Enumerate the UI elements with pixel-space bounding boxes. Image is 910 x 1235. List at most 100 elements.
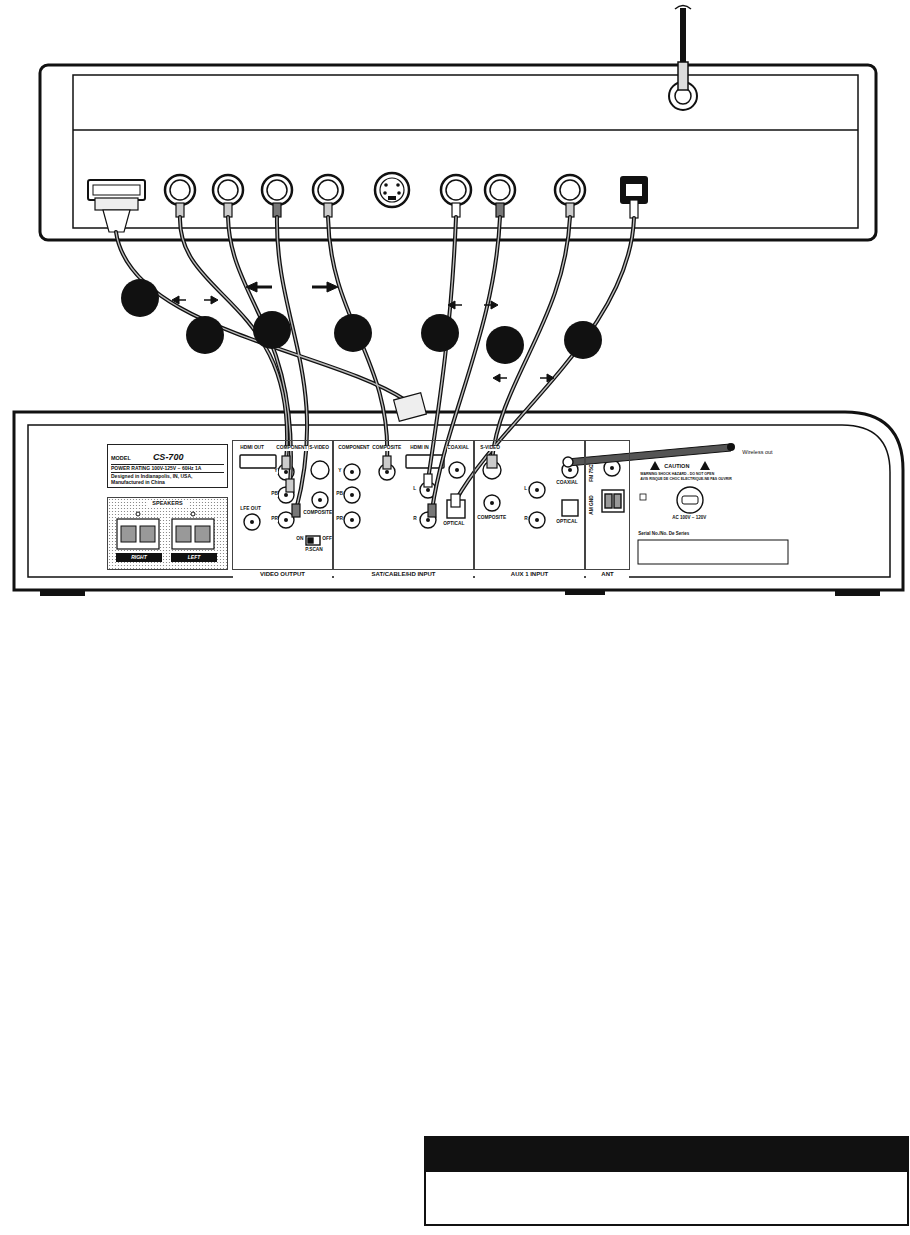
antenna-cable xyxy=(680,8,686,66)
panel-label: L xyxy=(524,487,528,492)
cable-core xyxy=(277,217,307,510)
rca-jack-ring xyxy=(560,180,580,200)
foot xyxy=(835,590,880,596)
rca-jack xyxy=(165,175,195,205)
optical-plug xyxy=(451,494,460,507)
arrow-head xyxy=(547,374,554,382)
rca-jack xyxy=(485,175,515,205)
s-video-jack-ring xyxy=(380,178,404,202)
receiver-plugs xyxy=(282,393,497,517)
section-heading: ANT xyxy=(586,571,629,578)
tv-plugs xyxy=(95,198,638,232)
channel-name: RIGHT xyxy=(116,553,162,562)
jack xyxy=(344,464,360,480)
receiver-back-panel xyxy=(28,425,890,577)
panel-label: COMPONENT xyxy=(338,446,370,451)
s-video-pin xyxy=(384,183,388,187)
step-circle xyxy=(121,279,159,317)
section-heading: AUX 1 INPUT xyxy=(475,571,584,578)
caution-triangle xyxy=(700,461,710,470)
panel-label: COMPOSITE xyxy=(303,511,332,516)
panel-label: AC 100V ~ 120V xyxy=(672,516,707,521)
approval-mark xyxy=(640,494,646,500)
panel-label: COMPONENT xyxy=(276,446,308,451)
step-circle xyxy=(421,314,459,352)
panel-label: Wireless out xyxy=(742,450,773,456)
jack xyxy=(449,462,465,478)
channel-tag: RIGHT xyxy=(116,553,162,562)
jack-pin xyxy=(250,520,254,524)
panel-label: COAXIAL xyxy=(556,481,578,486)
hdmi-in-jack xyxy=(406,455,444,468)
step-circle xyxy=(564,321,602,359)
jack-pin xyxy=(490,501,494,505)
jack-pin xyxy=(284,493,288,497)
speaker-terminal xyxy=(172,519,214,549)
rca-jack-ring xyxy=(267,180,287,200)
antenna-plug xyxy=(678,62,688,90)
s-video-jack xyxy=(375,173,409,207)
rca-plug xyxy=(282,456,290,469)
rca-plug xyxy=(452,203,460,217)
arrow-head xyxy=(211,296,218,304)
speaker-grid xyxy=(107,497,228,570)
rca-jack-ring xyxy=(490,180,510,200)
rca-jack xyxy=(555,175,585,205)
arrow-head xyxy=(327,282,338,292)
rca-plug xyxy=(324,203,332,217)
plate-text: Designed in Indianapolis, IN, USA, Manuf… xyxy=(111,472,224,486)
rca-jack xyxy=(313,175,343,205)
panel-label: S-VIDEO xyxy=(480,446,500,451)
panel-label: WARNING SHOCK HAZARD - DO NOT OPEN xyxy=(640,473,714,477)
cable-core xyxy=(116,232,405,400)
panel-label: S-VIDEO xyxy=(309,446,329,451)
jack xyxy=(312,492,328,508)
terminal-slot xyxy=(140,526,155,542)
jack-pin xyxy=(535,488,539,492)
tv-housing xyxy=(40,65,876,240)
panel-label: R xyxy=(413,517,417,522)
jack xyxy=(344,512,360,528)
rca-plug xyxy=(424,474,432,487)
rca-plug xyxy=(383,456,391,469)
audio-cable xyxy=(432,217,500,510)
jack xyxy=(344,487,360,503)
rca-plug xyxy=(292,504,300,517)
rca-plug xyxy=(224,203,232,217)
warning-box xyxy=(425,1137,908,1225)
hdmi-jack xyxy=(88,180,145,200)
optical-cable xyxy=(456,218,634,500)
warning-header xyxy=(425,1137,908,1172)
component-cable xyxy=(228,217,291,485)
am-clip xyxy=(605,494,612,508)
panel-label: OFF xyxy=(322,537,332,542)
arrow-head xyxy=(246,282,257,292)
s-video-pin xyxy=(383,191,387,195)
tv-back-panel xyxy=(73,75,858,228)
antenna-hinge xyxy=(563,457,573,467)
jack-pin xyxy=(318,498,322,502)
p-scan-switch xyxy=(306,536,320,545)
panel-label: P.SCAN xyxy=(305,548,323,553)
ac-inlet xyxy=(677,487,703,513)
terminal-slot xyxy=(195,526,210,542)
rca-plug xyxy=(286,479,294,492)
speaker-terminal xyxy=(117,519,159,549)
caution-triangle xyxy=(650,461,660,470)
direction-arrows xyxy=(172,282,554,382)
panel-label: R xyxy=(524,517,528,522)
terminal-slot xyxy=(176,526,191,542)
arrow-shaft xyxy=(256,286,272,289)
hdmi-plug xyxy=(95,198,138,210)
plate-text: POWER RATING 100V-125V ~ 60Hz 1A xyxy=(111,464,224,472)
jack-pin xyxy=(426,518,430,522)
s-video-pin xyxy=(396,183,400,187)
jack-pin xyxy=(350,518,354,522)
hdmi-plug xyxy=(394,393,427,421)
plate-text: CS-700 xyxy=(153,452,184,462)
cable-core xyxy=(432,217,500,510)
arrow-head xyxy=(172,296,179,304)
arrow-head xyxy=(493,374,500,382)
panel-label: PB xyxy=(336,492,343,497)
